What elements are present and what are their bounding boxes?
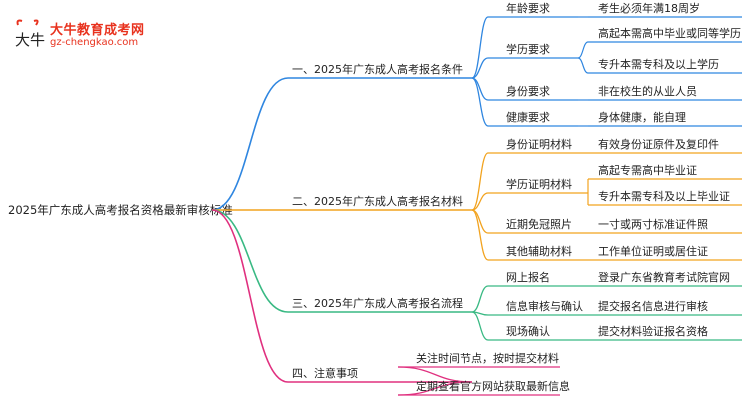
connector-line xyxy=(471,285,489,313)
sub-topic-label: 其他辅助材料 xyxy=(506,244,572,258)
connector-line xyxy=(471,152,489,211)
bull-logo-icon: 大牛 xyxy=(15,19,45,49)
sub-topic-label: 近期免冠照片 xyxy=(506,217,572,231)
leaf-label: 非在校生的从业人员 xyxy=(598,84,697,98)
connector-line xyxy=(471,16,489,79)
leaf-label: 专升本需专科及以上学历 xyxy=(598,57,719,71)
connector-line xyxy=(577,41,589,59)
sub-topic-label: 年龄要求 xyxy=(506,1,550,15)
leaf-label: 高起本需高中毕业或同等学历 xyxy=(598,26,741,40)
sub-topic-label: 健康要求 xyxy=(506,110,550,124)
connector-line xyxy=(211,209,289,313)
sub-topic-label: 学历证明材料 xyxy=(506,177,572,191)
sub-topic-label: 关注时间节点，按时提交材料 xyxy=(416,351,559,365)
connector-line xyxy=(211,209,289,383)
branch-label: 四、注意事项 xyxy=(292,366,358,380)
root-topic-label: 2025年广东成人高考报名资格最新审核标准 xyxy=(8,203,233,217)
leaf-label: 工作单位证明或居住证 xyxy=(598,244,708,258)
branch-label: 三、2025年广东成人高考报名流程 xyxy=(292,296,463,310)
leaf-label: 专升本需专科及以上毕业证 xyxy=(598,189,730,203)
connector-line xyxy=(471,57,489,79)
branch-label: 二、2025年广东成人高考报名材料 xyxy=(292,194,463,208)
sub-topic-label: 身份证明材料 xyxy=(506,137,572,151)
leaf-label: 高起专需高中毕业证 xyxy=(598,163,697,177)
logo-site-name: 大牛教育成考网 xyxy=(50,23,145,38)
connector-line xyxy=(211,77,289,211)
leaf-label: 有效身份证原件及复印件 xyxy=(598,137,719,151)
svg-text:大牛: 大牛 xyxy=(15,31,45,49)
site-logo[interactable]: 大牛 大牛教育成考网 gz-chengkao.com xyxy=(12,15,172,55)
leaf-label: 一寸或两寸标准证件照 xyxy=(598,217,708,231)
leaf-label: 考生必须年满18周岁 xyxy=(598,1,700,15)
sub-topic-label: 定期查看官方网站获取最新信息 xyxy=(416,379,570,393)
connector-line xyxy=(471,192,489,211)
leaf-label: 身体健康，能自理 xyxy=(598,110,686,124)
sub-topic-label: 现场确认 xyxy=(506,324,550,338)
logo-site-url: gz-chengkao.com xyxy=(50,37,139,48)
leaf-label: 提交报名信息进行审核 xyxy=(598,299,708,313)
sub-topic-label: 信息审核与确认 xyxy=(506,299,583,313)
connector-line xyxy=(577,57,589,74)
sub-topic-label: 网上报名 xyxy=(506,270,550,284)
connector-line xyxy=(471,209,489,261)
connector-line xyxy=(471,77,489,127)
connector-line xyxy=(471,311,489,341)
leaf-label: 登录广东省教育考试院官网 xyxy=(598,270,730,284)
branch-label: 一、2025年广东成人高考报名条件 xyxy=(292,62,463,76)
leaf-label: 提交材料验证报名资格 xyxy=(598,324,708,338)
sub-topic-label: 身份要求 xyxy=(506,84,550,98)
sub-topic-label: 学历要求 xyxy=(506,42,550,56)
